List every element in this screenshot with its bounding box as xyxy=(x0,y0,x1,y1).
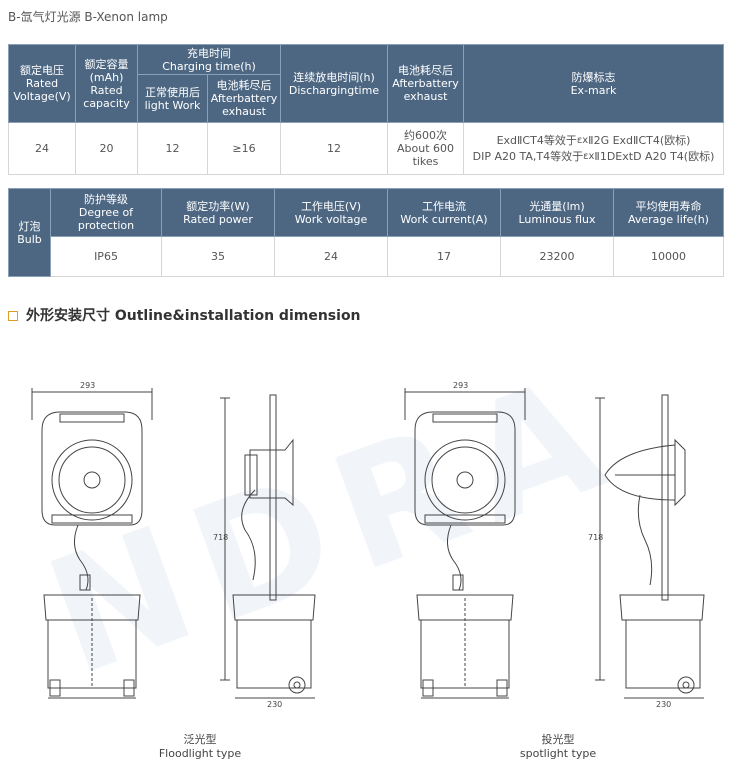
cell-work-voltage: 24 xyxy=(274,236,388,277)
dim-width: 293 xyxy=(453,381,468,390)
spotlight-side-drawing: 718 230 xyxy=(588,394,705,709)
header-power: 额定功率(W)Rated power xyxy=(161,188,275,237)
cell-flux: 23200 xyxy=(500,236,614,277)
cell-work-current: 17 xyxy=(387,236,501,277)
header-flux: 光通量(lm)Luminous flux xyxy=(500,188,614,237)
floodlight-side-drawing: 718 230 xyxy=(213,394,316,709)
cell-ex-mark: ExdⅡCT4等效于εxⅡ2G ExdⅡCT4(欧标) DIP A20 TA,T… xyxy=(463,122,724,175)
header-discharging-time: 连续放电时间(h)Dischargingtime xyxy=(280,44,388,123)
dim-height: 718 xyxy=(588,533,603,542)
square-bullet-icon xyxy=(8,311,18,321)
dim-base: 230 xyxy=(267,700,282,709)
cell-capacity: 20 xyxy=(75,122,138,175)
cell-power: 35 xyxy=(161,236,275,277)
dim-base: 230 xyxy=(656,700,671,709)
cell-life: 10000 xyxy=(613,236,724,277)
cell-protection: IP65 xyxy=(50,236,162,277)
dim-height: 718 xyxy=(213,533,228,542)
floodlight-front-drawing: 293 xyxy=(31,381,153,699)
ex-symbol-icon: εx xyxy=(576,134,589,146)
product-title: B-氙气灯光源 B-Xenon lamp xyxy=(8,10,168,24)
header-work-voltage: 工作电压(V)Work voltage xyxy=(274,188,388,237)
header-rated-capacity: 额定容量(mAh)Rated capacity xyxy=(75,44,138,123)
spotlight-front-drawing: 293 xyxy=(404,381,526,699)
cell-discharge: 12 xyxy=(280,122,388,175)
section-heading: 外形安装尺寸 Outline&installation dimension xyxy=(8,305,361,325)
ex-symbol-icon: εx xyxy=(583,150,595,162)
cell-exhaust: ≥16 xyxy=(207,122,281,175)
cell-normal: 12 xyxy=(137,122,208,175)
dim-width: 293 xyxy=(80,381,95,390)
cell-voltage: 24 xyxy=(8,122,76,175)
